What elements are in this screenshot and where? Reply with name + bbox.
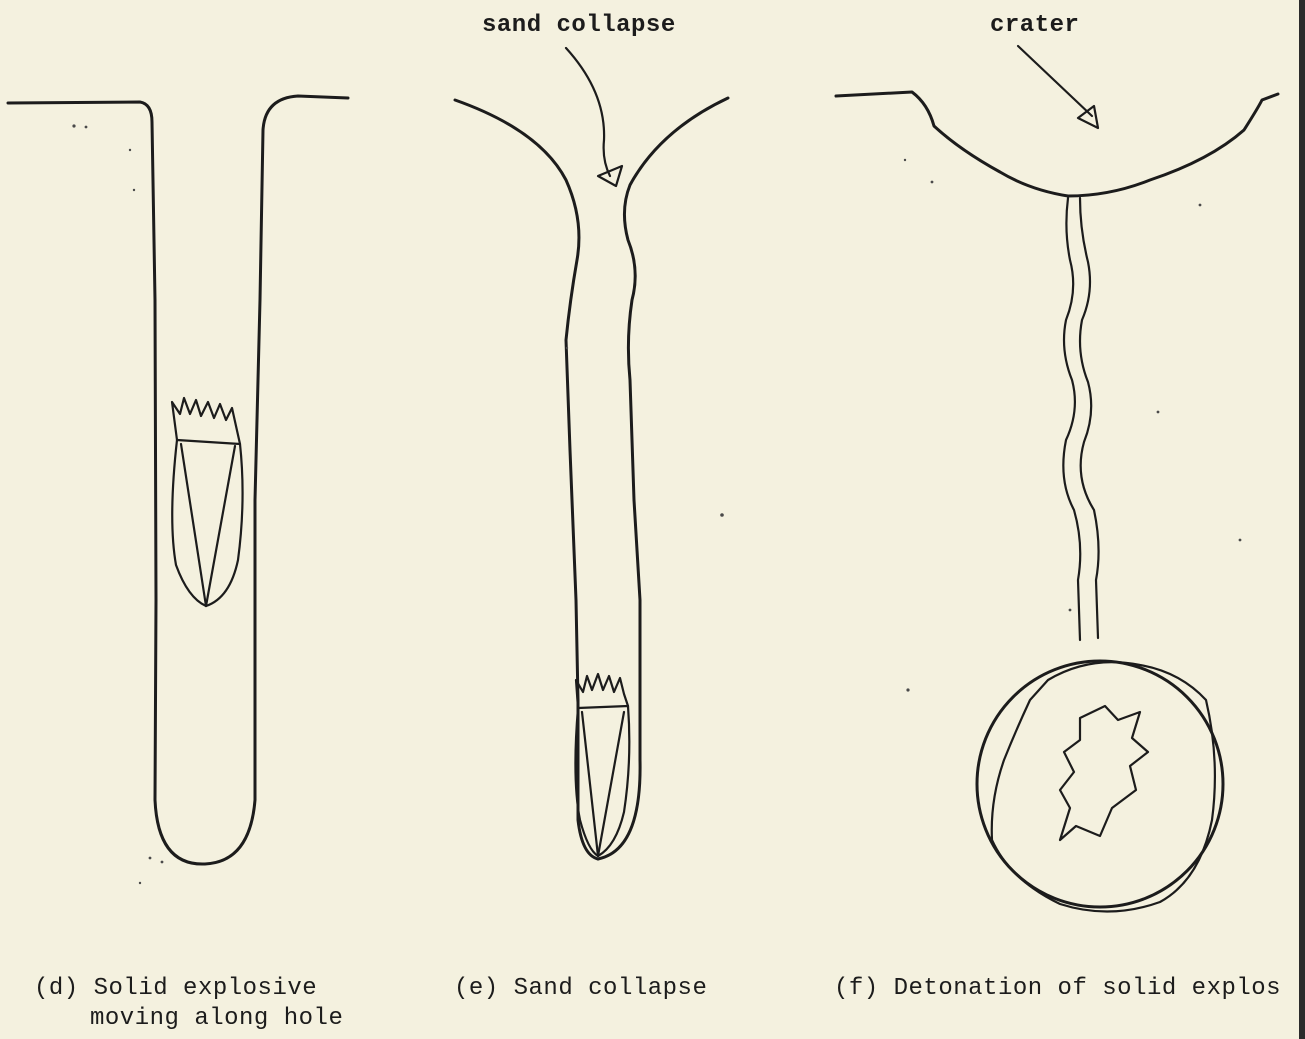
- hole-d-outline: [8, 96, 348, 864]
- fracture-inner: [1060, 706, 1148, 840]
- crack-right: [1080, 198, 1099, 638]
- sand-collapse-label: sand collapse: [482, 12, 676, 39]
- crater-arrow-line: [1018, 46, 1092, 116]
- crater-label: crater: [990, 12, 1079, 39]
- fracture-outer: [992, 662, 1215, 911]
- explosive-d-cone-left: [181, 444, 206, 606]
- explosive-e: [575, 674, 629, 856]
- caption-d-continued: moving along hole: [90, 1004, 343, 1034]
- caption-e: (e) Sand collapse: [454, 974, 707, 1004]
- panel-f-detonation: [836, 46, 1278, 912]
- caption-e-line1: Sand collapse: [514, 975, 708, 1002]
- crack-left: [1063, 198, 1080, 640]
- explosive-e-flame: [576, 674, 628, 708]
- caption-d-line1: Solid explosive: [94, 975, 318, 1002]
- caption-d: (d) Solid explosive: [34, 974, 317, 1004]
- explosive-d: [172, 398, 243, 606]
- explosive-d-flame: [172, 398, 240, 444]
- page-edge-bar: [1299, 0, 1305, 1039]
- caption-d-tag: (d): [34, 975, 79, 1002]
- crater-arrowhead: [1078, 106, 1098, 128]
- sand-collapse-arrow-line: [566, 48, 610, 176]
- explosive-e-cone-right: [598, 712, 624, 856]
- crater-outline: [836, 92, 1278, 196]
- caption-f: (f) Detonation of solid explos: [834, 974, 1281, 1004]
- panel-d-hole: [8, 96, 348, 884]
- caption-f-tag: (f): [834, 975, 879, 1002]
- caption-f-line1: Detonation of solid explos: [894, 975, 1281, 1002]
- caption-e-tag: (e): [454, 975, 499, 1002]
- detonation-sphere: [977, 661, 1223, 907]
- panel-e-hole: [455, 48, 728, 859]
